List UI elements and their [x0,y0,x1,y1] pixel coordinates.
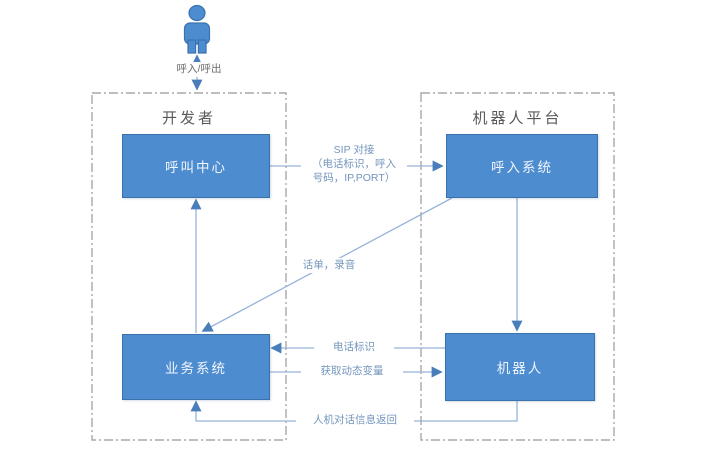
node-inbound-system: 呼入系统 [446,134,598,198]
edge-label-sip: SIP 对接 （电话标识，呼入 号码，IP,PORT） [301,143,407,185]
robot-platform-container-border [420,92,615,441]
robot-platform-container-title: 机器人平台 [472,110,563,127]
edge-label-sip-line1: SIP 对接 [333,144,375,156]
edge-label-cdr: 话单，录音 [292,258,366,273]
node-call-center: 呼叫中心 [122,134,270,198]
edge-label-sip-line3: 号码，IP,PORT） [312,172,396,184]
developer-container-title: 开发者 [161,110,216,127]
edge-label-dynamic-vars: 获取动态变量 [301,364,403,379]
node-business-system: 业务系统 [122,334,270,400]
edge-label-dialog-return: 人机对话信息返回 [296,413,414,428]
edge-label-phone-id: 电话标识 [314,340,394,355]
edge-label-actor-flow: 呼入/呼出 [163,62,235,77]
developer-container-border [91,92,287,441]
node-robot: 机器人 [445,333,595,401]
person-icon [183,4,211,54]
edge-label-sip-line2: （电话标识，呼入 [312,158,396,170]
